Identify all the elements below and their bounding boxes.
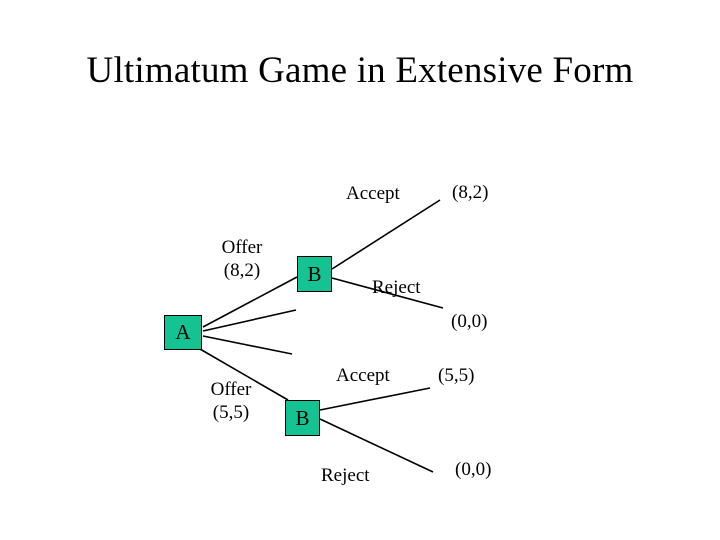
- edge-a-stub-2: [202, 335, 293, 355]
- branch-label-accept-bottom: Accept: [336, 365, 390, 386]
- branch-label-reject-bottom: Reject: [321, 465, 370, 486]
- node-b1-label: B: [307, 261, 322, 286]
- node-b2-label: B: [295, 405, 310, 430]
- edge-b1-accept: [331, 199, 441, 270]
- node-player-a[interactable]: A: [164, 315, 202, 350]
- edge-b2-accept: [319, 387, 431, 411]
- payoff-top-reject: (0,0): [451, 311, 488, 332]
- branch-label-offer-5-5: Offer (5,5): [210, 379, 252, 424]
- edge-a-stub-1: [202, 309, 297, 332]
- node-player-b-bottom[interactable]: B: [285, 400, 320, 436]
- edge-a-to-b1: [202, 276, 298, 328]
- edge-b1-reject: [331, 277, 444, 309]
- payoff-bottom-accept: (5,5): [438, 365, 475, 386]
- edge-b2-reject: [319, 418, 434, 473]
- payoff-bottom-reject: (0,0): [455, 459, 492, 480]
- branch-label-accept-top: Accept: [346, 183, 400, 204]
- branch-label-reject-top: Reject: [372, 277, 421, 298]
- branch-label-offer-8-2: Offer (8,2): [221, 237, 263, 282]
- payoff-top-accept: (8,2): [452, 182, 489, 203]
- page-title: Ultimatum Game in Extensive Form: [86, 50, 634, 91]
- node-a-label: A: [175, 320, 191, 344]
- node-player-b-top[interactable]: B: [297, 256, 332, 292]
- edge-a-to-b2: [199, 348, 289, 401]
